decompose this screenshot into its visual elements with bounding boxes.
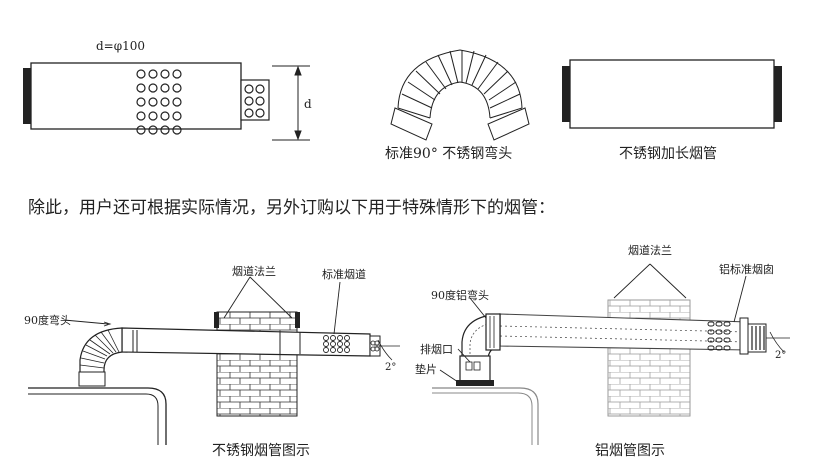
diameter-label: d=φ100 bbox=[96, 39, 146, 53]
right-exhaust-label: 排烟口 bbox=[420, 343, 453, 356]
extension-caption: 不锈钢加长烟管 bbox=[619, 146, 717, 162]
stainless-elbow bbox=[390, 49, 530, 141]
left-angle-label: 2° bbox=[385, 362, 397, 373]
aluminium-installation bbox=[432, 263, 790, 445]
standard-flue-pipe bbox=[23, 62, 310, 141]
left-std-flue-label: 标准烟道 bbox=[322, 268, 366, 281]
pipe-holes bbox=[136, 69, 265, 135]
stainless-installation bbox=[28, 276, 400, 445]
right-chimney-label: 铝标准烟囱 bbox=[719, 263, 774, 276]
right-flange-label: 烟道法兰 bbox=[628, 244, 672, 257]
right-gasket-label: 垫片 bbox=[415, 363, 437, 376]
extension-pipe bbox=[562, 59, 782, 129]
elbow-caption: 标准90° 不锈钢弯头 bbox=[385, 146, 513, 162]
left-elbow-label: 90度弯头 bbox=[24, 314, 71, 327]
right-elbow-label: 90度铝弯头 bbox=[431, 289, 489, 302]
dimension-d bbox=[272, 65, 310, 141]
d-dimension-label: d bbox=[304, 97, 312, 111]
left-flange-label: 烟道法兰 bbox=[232, 265, 276, 278]
right-caption: 铝烟管图示 bbox=[595, 443, 665, 459]
intro-sentence: 除此，用户还可根据实际情况，另外订购以下用于特殊情形下的烟管： bbox=[28, 198, 555, 218]
right-angle-label: 2° bbox=[775, 350, 787, 361]
left-caption: 不锈钢烟管图示 bbox=[212, 443, 310, 459]
